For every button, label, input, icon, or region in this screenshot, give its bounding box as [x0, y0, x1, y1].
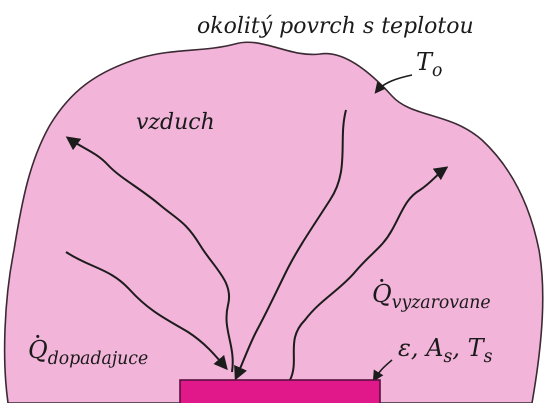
surrounding-surface-label: okolitý povrch s teplotou — [197, 16, 474, 38]
surface-temp-text: , T — [452, 334, 483, 362]
surface-area-subscript: s — [443, 347, 452, 367]
incident-q-symbol: Q — [28, 338, 48, 362]
radiated-q-subscript: vyzarovane — [392, 293, 491, 313]
incident-heat-label: Qdopadajuce — [28, 338, 148, 368]
radiating-surface — [180, 380, 380, 403]
radiated-heat-label: Qvyzarovane — [372, 282, 491, 312]
temp-symbol: T — [416, 48, 432, 76]
surrounding-temperature-label: To — [416, 50, 442, 80]
surface-properties-label: ε, As, Ts — [398, 336, 492, 366]
surface-temp-subscript: s — [484, 347, 493, 367]
incident-q-subscript: dopadajuce — [48, 349, 149, 369]
temp-subscript: o — [432, 61, 442, 81]
air-label: vzduch — [136, 112, 215, 134]
radiated-q-symbol: Q — [372, 282, 392, 306]
surface-props-text: ε, A — [398, 334, 443, 362]
